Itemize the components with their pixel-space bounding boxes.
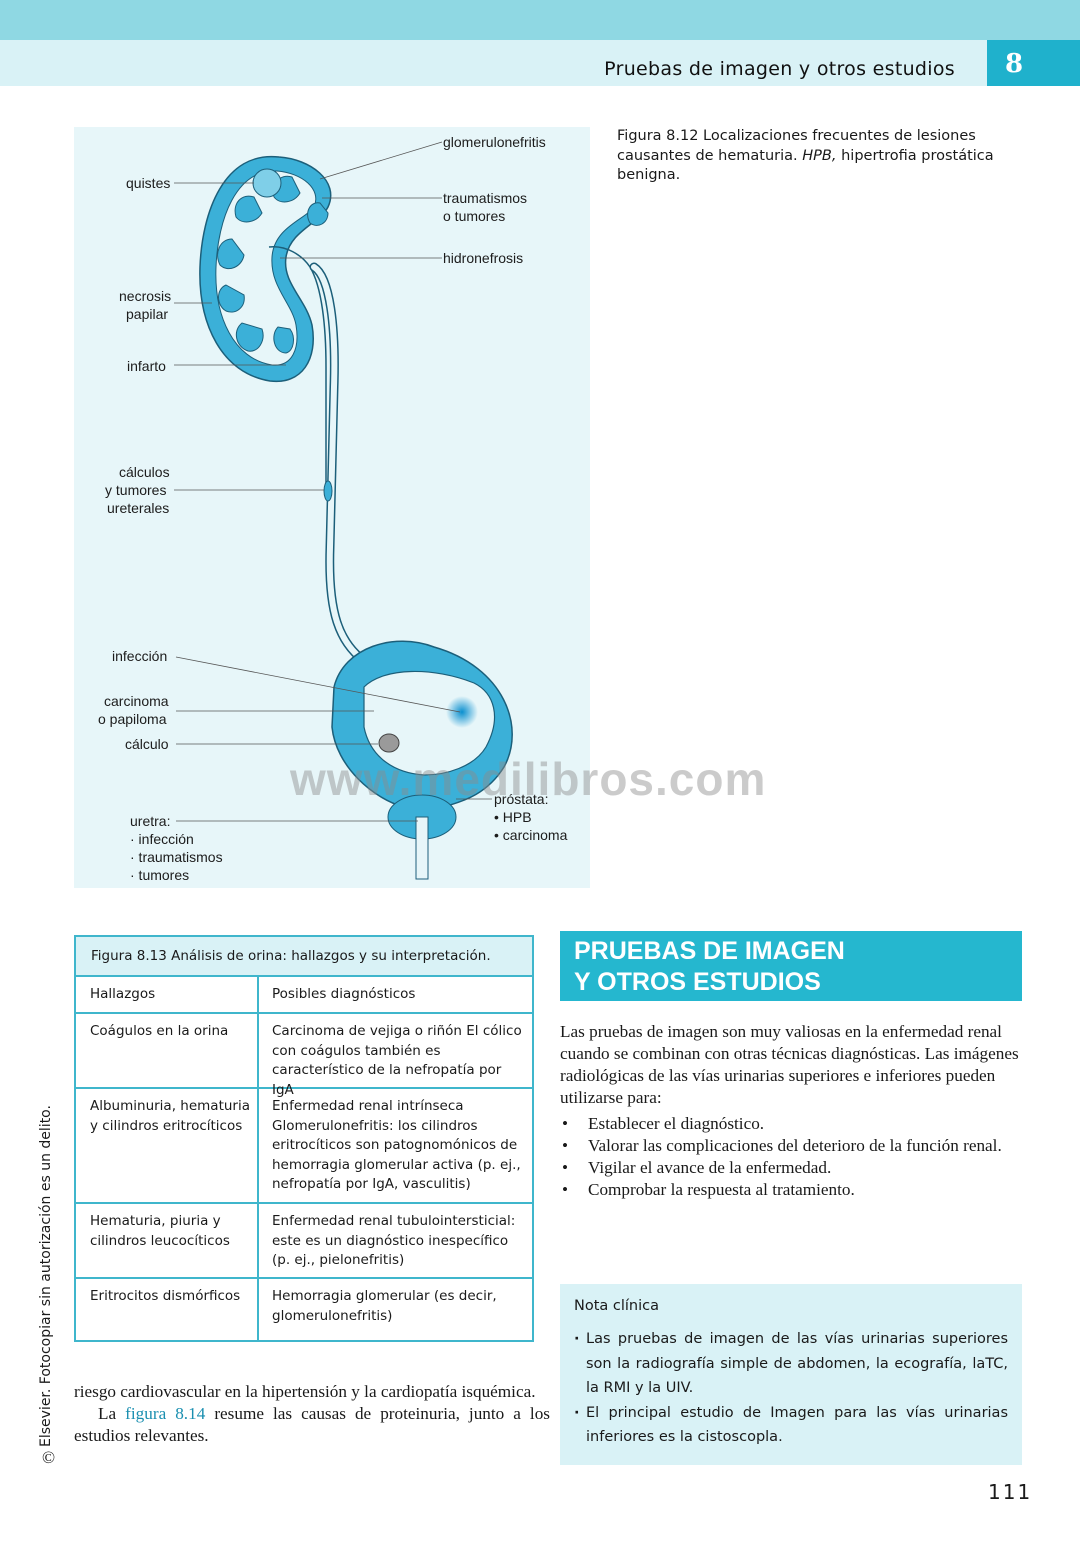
page-number: 111 xyxy=(988,1480,1033,1504)
finding-cell: Eritrocitos dismórficos xyxy=(76,1279,259,1340)
clinical-note-item: Las pruebas de imagen de las vías urinar… xyxy=(574,1327,1008,1401)
label-traumatismos-2: o tumores xyxy=(443,208,506,224)
label-calculos-1: cálculos xyxy=(119,464,170,480)
label-carcinoma-1: carcinoma xyxy=(104,693,169,709)
table-caption: Figura 8.13 Análisis de orina: hallazgos… xyxy=(76,937,532,977)
label-uretra-3: · traumatismos xyxy=(130,849,223,865)
label-glomerulonefritis: glomerulonefritis xyxy=(443,134,546,150)
side-notice: Elsevier. Fotocopiar sin autorización es… xyxy=(38,1105,54,1447)
clinical-note-title: Nota clínica xyxy=(574,1298,660,1314)
finding-cell: Hematuria, piuria y cilindros leucocític… xyxy=(76,1204,259,1277)
label-uretra-4: · tumores xyxy=(130,867,190,883)
body-paragraph: riesgo cardiovascular en la hipertensión… xyxy=(74,1382,536,1401)
table-row: Coágulos en la orina Carcinoma de vejiga… xyxy=(76,1014,532,1098)
ureteral-stone xyxy=(323,480,333,502)
lesion-spot xyxy=(446,696,478,728)
watermark: www.medilibros.com xyxy=(290,753,767,805)
body-text-left: riesgo cardiovascular en la hipertensión… xyxy=(74,1381,550,1447)
clinical-note-box: Nota clínica Las pruebas de imagen de la… xyxy=(560,1284,1022,1465)
list-item: Vigilar el avance de la enfermedad. xyxy=(560,1157,1040,1179)
figure-8-12-illustration: glomerulonefritis quistes traumatismos o… xyxy=(74,127,590,888)
label-prostata-2: • HPB xyxy=(494,809,532,825)
figure-8-12-caption: Figura 8.12 Localizaciones frecuentes de… xyxy=(617,127,1017,186)
label-uretra-2: · infección xyxy=(130,831,194,847)
diagnosis-cell: Carcinoma de vejiga o riñón El cólico co… xyxy=(272,1023,522,1098)
column-header: Hallazgos xyxy=(76,977,259,1012)
list-item: Comprobar la respuesta al tratamiento. xyxy=(560,1179,1040,1201)
bladder-stone xyxy=(378,733,400,753)
table-row: Eritrocitos dismórficos Hemorragia glome… xyxy=(76,1279,532,1340)
finding-cell: Coágulos en la orina xyxy=(76,1014,259,1087)
label-prostata-3: • carcinoma xyxy=(494,827,568,843)
list-item: Establecer el diagnóstico. xyxy=(560,1113,1040,1135)
urethra xyxy=(415,816,429,880)
section-heading-line: PRUEBAS DE IMAGEN xyxy=(574,937,845,965)
figure-reference-link[interactable]: figura 8.14 xyxy=(125,1404,206,1423)
section-intro-paragraph: Las pruebas de imagen son muy valiosas e… xyxy=(560,1022,1019,1107)
section-heading: PRUEBAS DE IMAGEN Y OTROS ESTUDIOS xyxy=(560,931,1022,1001)
calyces xyxy=(217,175,329,354)
label-uretra-1: uretra: xyxy=(130,813,171,829)
label-necrosis-2: papilar xyxy=(126,306,169,322)
cyst xyxy=(252,168,282,198)
column-header: Posibles diagnósticos xyxy=(272,986,416,1002)
label-quistes: quistes xyxy=(126,175,171,191)
running-header-bar xyxy=(0,40,987,86)
section-heading-line: Y OTROS ESTUDIOS xyxy=(574,968,821,996)
label-necrosis-1: necrosis xyxy=(119,288,172,304)
ureter xyxy=(309,262,379,672)
label-prostata-1: próstata: xyxy=(494,791,549,807)
top-band xyxy=(0,0,1080,40)
chapter-tab xyxy=(987,40,1080,86)
label-infeccion: infección xyxy=(112,648,168,664)
chapter-number: 8 xyxy=(1005,49,1024,79)
label-calculos-3: ureterales xyxy=(107,500,170,516)
copyright-symbol: © xyxy=(42,1448,56,1467)
urinary-tract-diagram xyxy=(174,141,513,880)
table-header-row: Hallazgos Posibles diagnósticos xyxy=(76,977,532,1014)
figure-8-13-table: Figura 8.13 Análisis de orina: hallazgos… xyxy=(74,935,534,1342)
list-item: Valorar las complicaciones del deterioro… xyxy=(560,1135,1040,1157)
caption-abbreviation: HPB, xyxy=(802,147,837,164)
table-row: Hematuria, piuria y cilindros leucocític… xyxy=(76,1204,532,1279)
body-paragraph: La figura 8.14 resume las causas de prot… xyxy=(74,1403,550,1447)
clinical-note-list: Las pruebas de imagen de las vías urinar… xyxy=(574,1327,1008,1450)
finding-cell: Albuminuria, hematuria y cilindros eritr… xyxy=(76,1089,259,1202)
uses-list: Establecer el diagnóstico. Valorar las c… xyxy=(560,1113,1040,1201)
caption-text-end: hipertrofia prostática benigna. xyxy=(617,147,994,184)
table-row: Albuminuria, hematuria y cilindros eritr… xyxy=(76,1089,532,1204)
diagnosis-cell: Hemorragia glomerular (es decir, glomeru… xyxy=(272,1288,497,1324)
caption-text: Figura 8.12 Localizaciones frecuentes de… xyxy=(617,128,976,164)
label-hidronefrosis: hidronefrosis xyxy=(443,250,524,266)
body-text: resume las causas de proteinuria, junto … xyxy=(74,1404,550,1445)
clinical-note-item: El principal estudio de Imagen para las … xyxy=(574,1401,1008,1450)
body-text: La xyxy=(98,1404,126,1423)
renal-pelvis xyxy=(268,246,327,487)
label-infarto: infarto xyxy=(127,358,166,374)
diagnosis-cell: Enfermedad renal intrínseca Glomerulonef… xyxy=(272,1098,521,1192)
label-calculo: cálculo xyxy=(125,736,169,752)
leader-lines xyxy=(174,141,492,822)
label-calculos-2: y tumores xyxy=(105,482,167,498)
label-carcinoma-2: o papiloma xyxy=(98,711,167,727)
label-traumatismos-1: traumatismos xyxy=(443,190,528,206)
diagnosis-cell: Enfermedad renal tubulointersticial: est… xyxy=(272,1213,516,1268)
running-title: Pruebas de imagen y otros estudios xyxy=(604,58,955,80)
